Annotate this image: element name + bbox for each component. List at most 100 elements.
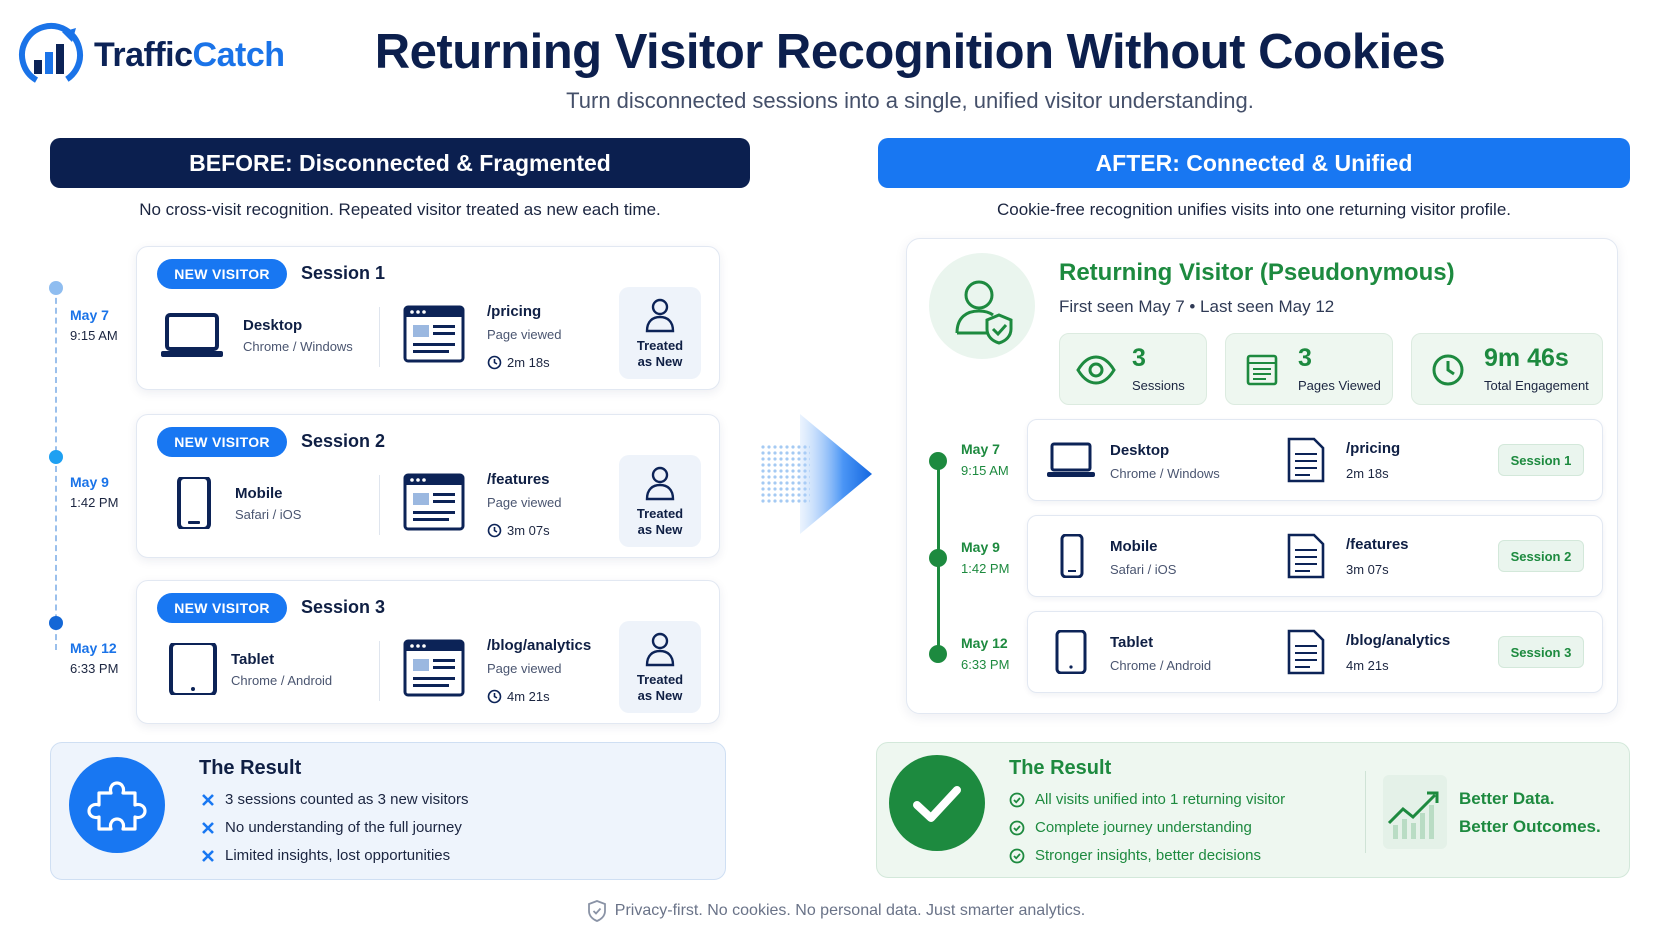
result-item: Stronger insights, better decisions <box>1009 847 1261 864</box>
page-path: /features <box>487 471 550 488</box>
device-name: Tablet <box>1110 634 1154 651</box>
treated-label: Treated <box>636 672 684 687</box>
timeline-date: May 7 <box>70 307 109 323</box>
webpage-icon <box>403 639 465 697</box>
stat-label: Pages Viewed <box>1298 378 1381 393</box>
visitor-profile-card: Returning Visitor (Pseudonymous) First s… <box>906 238 1618 714</box>
document-icon <box>1287 437 1325 483</box>
tagline-better-outcomes: Better Outcomes. <box>1459 817 1601 836</box>
before-session-card: NEW VISITOR Session 3 Tablet Chrome / An… <box>136 580 720 724</box>
result-item-text: 3 sessions counted as 3 new visitors <box>225 791 469 808</box>
webpage-icon <box>403 305 465 363</box>
device-browser: Chrome / Windows <box>1110 466 1220 481</box>
session-duration: 3m 07s <box>1346 562 1389 577</box>
treated-label: Treated <box>636 338 684 353</box>
device-browser: Chrome / Windows <box>243 339 353 354</box>
before-description: No cross-visit recognition. Repeated vis… <box>139 200 661 219</box>
x-icon <box>202 821 214 834</box>
transform-arrow-icon <box>760 414 872 534</box>
webpage-icon <box>403 473 465 531</box>
avatar <box>929 253 1035 359</box>
session-duration: 2m 18s <box>507 355 550 370</box>
timeline-date: May 12 <box>70 640 117 656</box>
eye-icon <box>1076 355 1116 385</box>
user-icon <box>645 632 675 667</box>
treated-label: as New <box>637 688 683 703</box>
document-icon <box>1287 629 1325 675</box>
result-item: All visits unified into 1 returning visi… <box>1009 791 1285 808</box>
puzzle-icon <box>87 781 147 831</box>
timeline-dot <box>929 452 947 470</box>
timeline-dot <box>49 450 63 464</box>
document-icon <box>1287 533 1325 579</box>
session-duration: 4m 21s <box>1346 658 1389 673</box>
treated-label: as New <box>637 522 683 537</box>
result-item-text: No understanding of the full journey <box>225 819 462 836</box>
device-browser: Chrome / Android <box>231 673 333 688</box>
treated-label: Treated <box>636 506 684 521</box>
growth-chart-icon <box>1387 791 1439 839</box>
timeline-dot <box>929 549 947 567</box>
session-badge: Session 2 <box>1498 540 1584 572</box>
result-item: 3 sessions counted as 3 new visitors <box>201 791 468 808</box>
result-item: No understanding of the full journey <box>201 819 462 836</box>
before-session-card: NEW VISITOR Session 2 Mobile Safari / iO… <box>136 414 720 558</box>
user-icon <box>645 466 675 501</box>
phone-icon <box>1060 534 1084 578</box>
device-browser: Safari / iOS <box>1110 562 1177 577</box>
timeline-date: May 9 <box>961 539 1000 555</box>
timeline-dot <box>49 281 63 295</box>
timeline-time: 9:15 AM <box>70 328 118 343</box>
device-name: Mobile <box>1110 538 1158 555</box>
device-name: Desktop <box>243 317 303 334</box>
after-description: Cookie-free recognition unifies visits i… <box>996 200 1512 219</box>
puzzle-badge <box>69 757 165 853</box>
page-viewed-label: Page viewed <box>487 661 562 676</box>
phone-icon <box>177 477 211 529</box>
session-title: Session 2 <box>301 431 386 451</box>
growth-chart-badge <box>1383 775 1447 849</box>
stat-value: 3 <box>1298 344 1312 372</box>
checkmark-icon <box>913 786 961 822</box>
stat-value: 3 <box>1132 344 1146 372</box>
laptop-icon <box>1047 442 1095 477</box>
after-result-box: The Result All visits unified into 1 ret… <box>876 742 1630 878</box>
result-title: The Result <box>199 757 302 779</box>
result-title: The Result <box>1009 757 1112 779</box>
stat-total-engagement: 9m 46s Total Engagement <box>1411 333 1603 405</box>
success-badge <box>889 755 985 851</box>
result-item-text: Stronger insights, better decisions <box>1035 847 1261 864</box>
page-viewed-label: Page viewed <box>487 327 562 342</box>
new-visitor-badge: NEW VISITOR <box>157 259 287 289</box>
after-banner: AFTER: Connected & Unified <box>878 138 1630 188</box>
result-item-text: Limited insights, lost opportunities <box>225 847 451 864</box>
device-browser: Safari / iOS <box>235 507 302 522</box>
footer-text: Privacy-first. No cookies. No personal d… <box>614 902 1086 919</box>
session-duration: 3m 07s <box>507 523 550 538</box>
logo: TrafficCatch <box>18 22 285 88</box>
session-badge: Session 3 <box>1498 636 1584 668</box>
device-browser: Chrome / Android <box>1110 658 1212 673</box>
page-path: /blog/analytics <box>1346 632 1451 649</box>
pages-icon <box>1246 354 1278 386</box>
timeline-time: 6:33 PM <box>961 657 1010 672</box>
unified-session-row: Tablet Chrome / Android /blog/analytics … <box>1027 611 1603 693</box>
clock-icon <box>487 689 502 704</box>
timeline-time: 1:42 PM <box>70 495 119 510</box>
stat-label: Total Engagement <box>1484 378 1589 393</box>
result-item: Limited insights, lost opportunities <box>201 847 450 864</box>
timeline-dot <box>49 616 63 630</box>
session-badge: Session 1 <box>1498 444 1584 476</box>
timeline-date: May 9 <box>70 474 109 490</box>
before-banner: BEFORE: Disconnected & Fragmented <box>50 138 750 188</box>
treated-label: as New <box>637 354 683 369</box>
timeline-time: 1:42 PM <box>961 561 1010 576</box>
verified-user-icon <box>955 280 1013 345</box>
session-duration: 4m 21s <box>507 689 550 704</box>
new-visitor-badge: NEW VISITOR <box>157 593 287 623</box>
result-item-text: Complete journey understanding <box>1035 819 1252 836</box>
stat-pages-viewed: 3 Pages Viewed <box>1225 333 1393 405</box>
page-path: /features <box>1346 536 1409 553</box>
x-icon <box>202 849 214 862</box>
unified-session-row: Mobile Safari / iOS /features 3m 07s Ses… <box>1027 515 1603 597</box>
